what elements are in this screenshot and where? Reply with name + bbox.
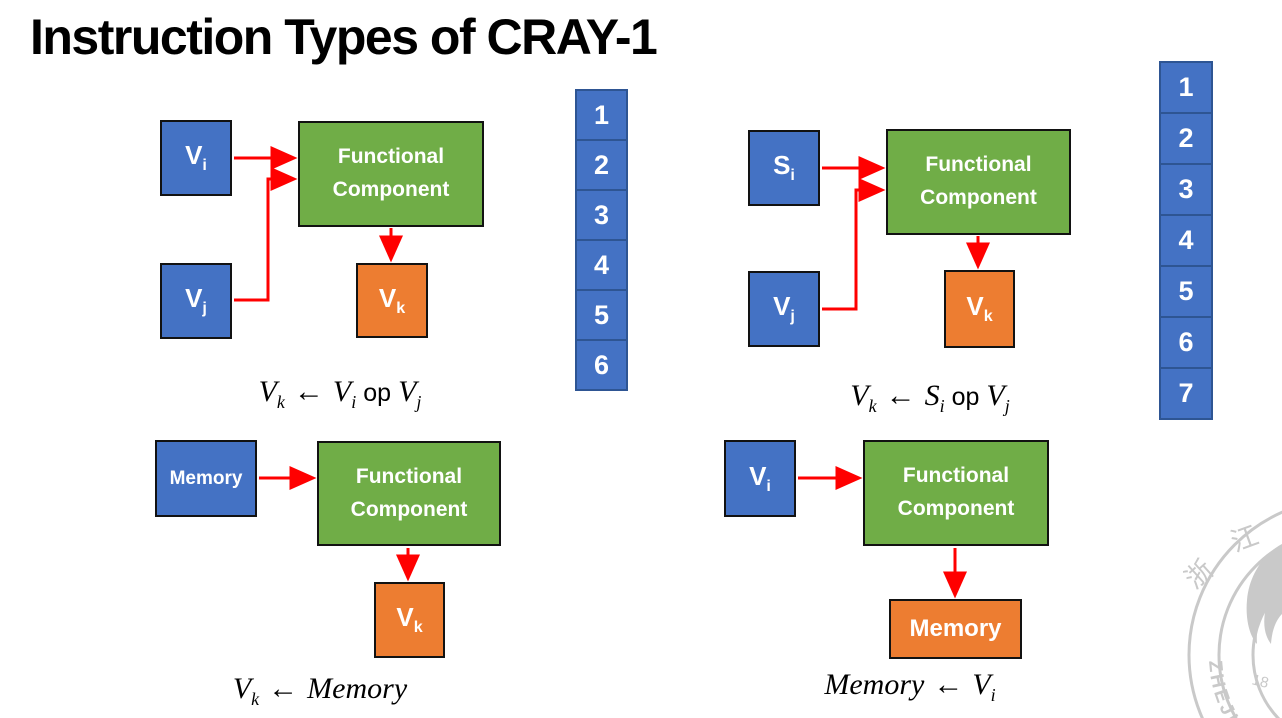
stack-cell: 7	[1159, 367, 1213, 420]
output-register-box-vk: Vk	[944, 270, 1015, 348]
output-register-box-vk: Vk	[356, 263, 428, 338]
arrow-vj-to-fc	[234, 167, 298, 302]
seal-cn-char: 浙	[1183, 554, 1219, 594]
register-box-vj: Vj	[748, 271, 820, 347]
arrow-vj-to-fc	[822, 178, 886, 311]
functional-component-label-line2: Component	[920, 186, 1037, 209]
stack-cell: 5	[1159, 265, 1213, 318]
stack-cell: 2	[575, 139, 628, 191]
functional-component-label-line2: Component	[350, 497, 468, 521]
seal-inner-ring	[1217, 544, 1282, 718]
functional-component-box: Functional Component	[317, 441, 501, 546]
stack-cell: 5	[575, 289, 628, 341]
functional-component-label-line2: Component	[332, 178, 450, 201]
register-box-si: Si	[748, 130, 820, 206]
formula-memory-store: Memory←Vi	[824, 668, 996, 705]
vector-register-stack-right: 1 2 3 4 5 6 7	[1159, 61, 1213, 420]
stack-cell: 4	[1159, 214, 1213, 267]
register-box-vi: Vi	[160, 120, 232, 196]
stack-cell: 1	[1159, 61, 1213, 114]
functional-component-box: Functional Component	[298, 121, 484, 227]
page-title: Instruction Types of CRAY-1	[30, 9, 658, 65]
register-box-vi: Vi	[724, 440, 796, 517]
register-label: Vi	[185, 140, 207, 175]
functional-component-label-line1: Functional	[902, 464, 1010, 488]
stack-cell: 3	[1159, 163, 1213, 216]
stack-cell: 6	[1159, 316, 1213, 369]
seal-core-circle	[1251, 585, 1282, 718]
memory-box: Memory	[155, 440, 257, 517]
functional-component-label-line1: Functional	[337, 145, 445, 169]
register-label: Vj	[185, 283, 207, 318]
stack-cell: 2	[1159, 112, 1213, 165]
formula-memory-load: Vk←Memory	[232, 672, 408, 709]
functional-component-box: Functional Component	[863, 440, 1049, 546]
stack-cell: 6	[575, 339, 628, 391]
seal-outer-circle	[1187, 510, 1282, 718]
functional-component-box: Functional Component	[886, 129, 1071, 235]
stack-cell: 4	[575, 239, 628, 291]
register-label: Vk	[966, 291, 993, 326]
register-label: Si	[773, 150, 795, 185]
register-label: Vk	[378, 282, 406, 318]
functional-component-label-line1: Functional	[355, 464, 463, 488]
stack-cell: 3	[575, 189, 628, 241]
register-label: Vi	[749, 460, 771, 496]
output-register-box-vk: Vk	[374, 582, 445, 658]
register-label: Vj	[773, 291, 795, 326]
watermark-seal: ZHEJIANG 18 浙 江	[1183, 510, 1282, 718]
functional-component-label-line2: Component	[897, 497, 1015, 520]
functional-component-label-line1: Functional	[925, 153, 1032, 177]
memory-box-output: Memory	[889, 599, 1022, 659]
seal-eagle-icon	[1246, 544, 1282, 644]
memory-label: Memory	[169, 467, 243, 489]
register-label: Vk	[396, 602, 423, 637]
register-box-vj: Vj	[160, 263, 232, 339]
memory-label: Memory	[909, 615, 1002, 642]
seal-year-text: 18	[1250, 671, 1270, 692]
vector-register-stack-middle: 1 2 3 4 5 6	[575, 89, 628, 391]
stack-cell: 1	[575, 89, 628, 141]
